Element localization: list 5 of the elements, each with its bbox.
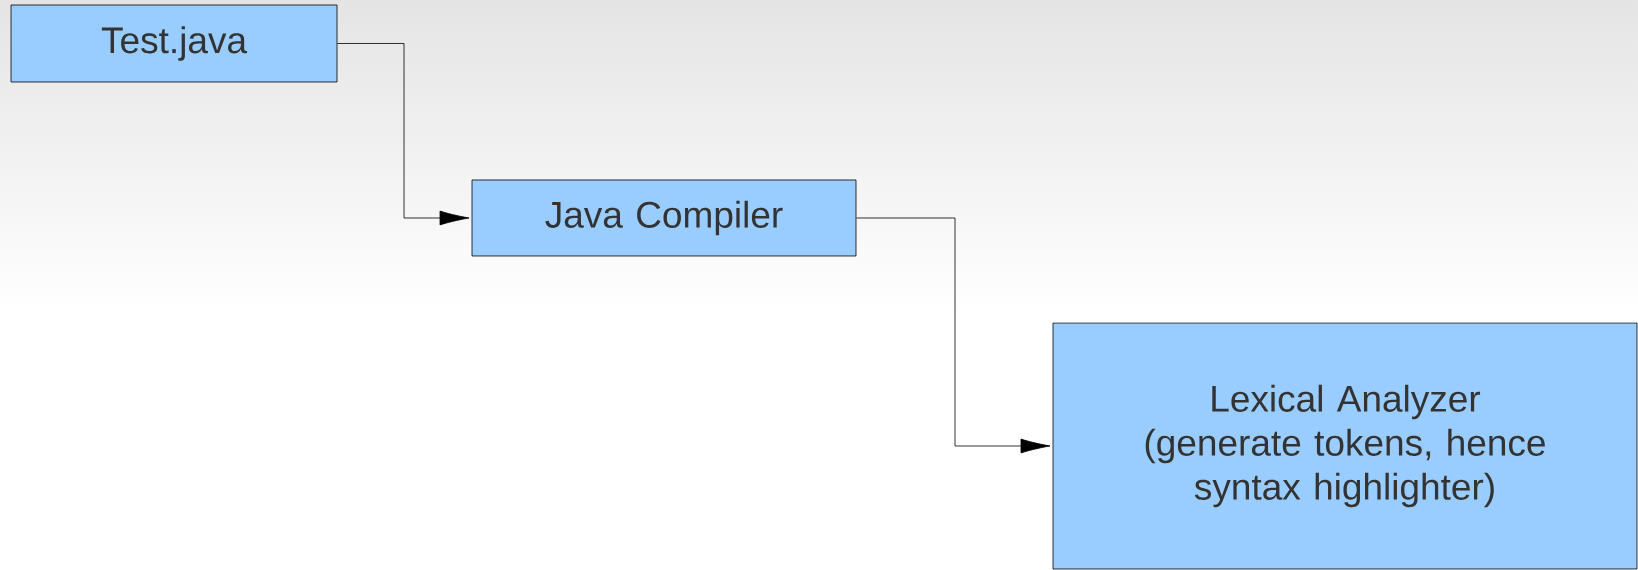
process-box: Lexical Analyzer (generate tokens, hence syntax highlighter) <box>1052 322 1638 570</box>
arrow <box>856 217 1051 454</box>
arrow <box>337 43 470 226</box>
process-box: Java Compiler <box>471 179 857 257</box>
process-box: Test.java <box>10 4 338 83</box>
